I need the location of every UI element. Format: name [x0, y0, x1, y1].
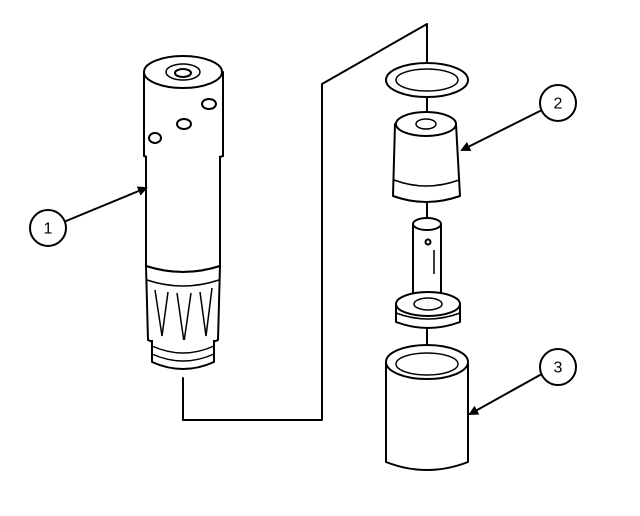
port-hole — [148, 132, 162, 144]
main-body-assembly — [143, 55, 224, 370]
cup-housing — [385, 344, 469, 471]
body-section — [145, 156, 221, 273]
knurl-ring — [146, 279, 220, 287]
callout-3-arrow — [468, 374, 541, 415]
threaded-end — [151, 340, 215, 370]
port-hole — [201, 98, 217, 110]
tapered-sleeve — [392, 111, 461, 203]
piston-head — [395, 291, 461, 329]
callout-2-label: 2 — [554, 96, 563, 113]
callout-2: 2 — [460, 84, 577, 151]
callout-3: 3 — [468, 348, 577, 415]
callout-circle — [539, 348, 577, 386]
callout-circle — [539, 84, 577, 122]
assembly-connector-line — [182, 23, 428, 471]
o-ring — [385, 62, 469, 98]
callout-1-label: 1 — [44, 221, 53, 238]
callout-1: 1 — [29, 186, 148, 247]
top-face-inner-ring — [165, 63, 201, 81]
callout-circle — [29, 209, 67, 247]
callout-2-arrow — [460, 110, 541, 151]
thread-ring — [151, 353, 215, 362]
thread-ring — [151, 345, 215, 354]
callout-3-label: 3 — [554, 360, 563, 377]
port-hole — [176, 118, 192, 130]
top-face — [143, 55, 223, 89]
center-bore — [174, 68, 192, 78]
callout-1-arrow — [65, 186, 148, 222]
plunger-stem — [412, 217, 442, 304]
knurl-slot — [199, 287, 213, 337]
knurl-slot — [154, 289, 169, 337]
